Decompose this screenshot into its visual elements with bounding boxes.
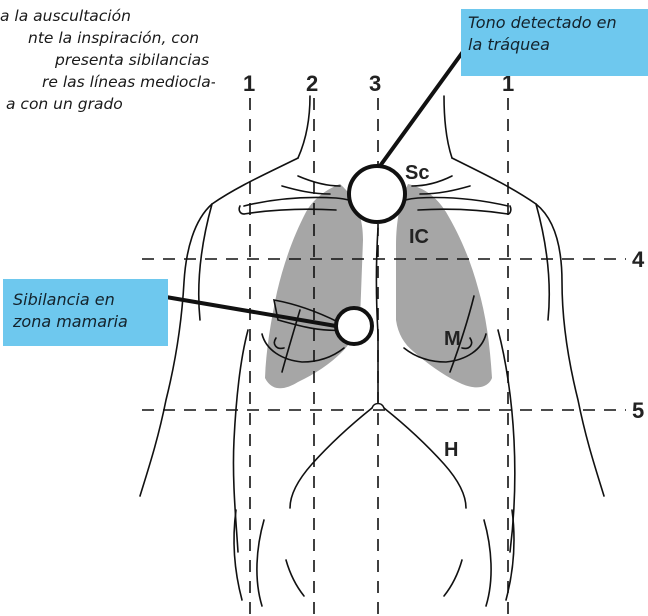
callout-line: la tráquea [468, 35, 550, 54]
trachea-callout: Tono detectado en la tráquea [461, 9, 648, 76]
callout-line: zona mamaria [13, 312, 128, 331]
region-label-ic: IC [409, 226, 429, 248]
intro-line: a con un grado [6, 95, 123, 113]
mammary-marker [334, 306, 374, 346]
intro-line: re las líneas mediocla- [42, 73, 215, 91]
intro-text: a la auscultación nte la inspiración, co… [0, 5, 215, 115]
region-label-sc: Sc [405, 162, 429, 184]
region-label-h: H [444, 439, 458, 461]
wheeze-callout: Sibilancia en zona mamaria [3, 279, 168, 346]
trachea-leader-line [378, 40, 472, 168]
intro-line: presenta sibilancias [55, 51, 210, 69]
torso-outline [139, 95, 605, 607]
vertical-line-label: 2 [306, 71, 318, 96]
vertical-line-label: 1 [502, 71, 514, 96]
horizontal-line-label: 4 [632, 247, 645, 272]
horizontal-line-label: 5 [632, 398, 644, 423]
callout-line: Sibilancia en [13, 290, 115, 309]
vertical-line-label: 1 [243, 71, 255, 96]
vertical-line-label: 3 [369, 71, 381, 96]
left-lung-shape [396, 184, 492, 388]
trachea-marker [347, 164, 407, 224]
intro-line: nte la inspiración, con [28, 29, 200, 47]
intro-line: a la auscultación [0, 7, 131, 25]
wheeze-leader-line [158, 294, 338, 328]
region-label-m: M [444, 328, 461, 350]
callout-line: Tono detectado en [468, 13, 617, 32]
